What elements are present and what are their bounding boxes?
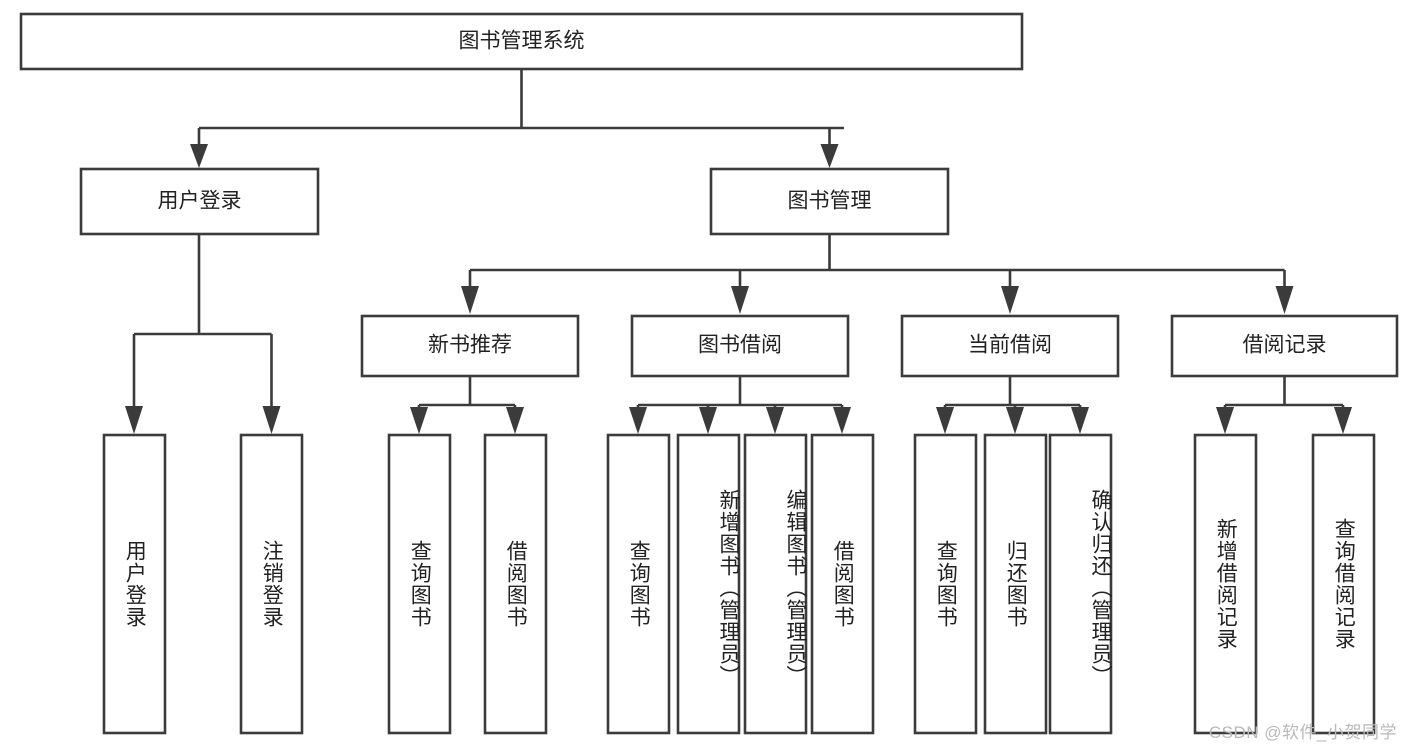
- node-current-borrow-label: 当前借阅: [968, 334, 1052, 357]
- arrow-head-bookborrow-leaf-4: [833, 407, 851, 434]
- arrow-head-book-manage: [820, 144, 839, 168]
- node-book-borrow-label: 图书借阅: [698, 334, 782, 357]
- node-current-borrow[interactable]: [900, 314, 1120, 378]
- node-leaf-query-borrow-record[interactable]: [1311, 433, 1376, 735]
- node-leaf-borrow-book[interactable]: [810, 433, 875, 735]
- node-leaf-add-book-admin[interactable]: [676, 433, 741, 735]
- arrow-head-borrowrecord-leaf-1: [1216, 407, 1234, 434]
- node-leaf-query-book-current[interactable]: [913, 433, 978, 735]
- arrow-head-user-login: [190, 144, 208, 168]
- node-new-book-recommend-label: 新书推荐: [428, 334, 512, 357]
- connector-layer: [125, 69, 1352, 434]
- node-new-book-recommend[interactable]: [360, 314, 580, 378]
- arrow-head-currentborrow-leaf-1: [936, 407, 954, 434]
- arrow-head-currentborrow-leaf-3: [1071, 407, 1089, 434]
- arrow-head-leaf-user-login: [125, 406, 143, 434]
- node-book-manage-label: 图书管理: [788, 190, 872, 213]
- node-leaf-query-book-borrow[interactable]: [606, 433, 671, 735]
- node-leaf-add-borrow-record[interactable]: [1193, 433, 1258, 735]
- arrow-head-borrowrecord-leaf-2: [1334, 407, 1352, 434]
- node-leaf-confirm-return-admin[interactable]: [1048, 433, 1113, 735]
- node-leaf-return-book[interactable]: [983, 433, 1048, 735]
- node-root-system[interactable]: [19, 12, 1024, 71]
- node-leaf-borrow-book-recommend[interactable]: [483, 433, 548, 735]
- node-user-login[interactable]: [79, 167, 320, 236]
- node-borrow-record-label: 借阅记录: [1243, 334, 1327, 357]
- node-root-system-label: 图书管理系统: [459, 30, 585, 53]
- node-leaf-query-book-recommend[interactable]: [387, 433, 452, 735]
- node-book-manage[interactable]: [709, 167, 950, 236]
- node-layer: 图书管理系统 用户登录 图书管理 新书推荐 图书借阅 当前借阅 借阅记录: [19, 12, 1399, 735]
- node-leaf-edit-book-admin[interactable]: [743, 433, 808, 735]
- csdn-watermark: CSDN @软件_小贺同学: [1208, 723, 1397, 742]
- arrow-head-newbook-leaf-1: [410, 407, 428, 434]
- node-leaf-logout[interactable]: [239, 433, 304, 735]
- arrow-head-borrow-record: [1275, 286, 1294, 314]
- arrow-head-book-borrow: [731, 286, 749, 314]
- arrow-head-leaf-logout: [262, 406, 281, 434]
- arrow-head-current-borrow: [1001, 286, 1019, 314]
- node-borrow-record[interactable]: [1170, 314, 1399, 378]
- node-book-borrow[interactable]: [630, 314, 850, 378]
- arrow-head-bookborrow-leaf-1: [629, 407, 647, 434]
- arrow-head-bookborrow-leaf-2: [699, 407, 717, 434]
- arrow-head-currentborrow-leaf-2: [1006, 407, 1024, 434]
- node-user-login-label: 用户登录: [158, 190, 242, 213]
- arrow-head-new-book-recommend: [461, 286, 479, 314]
- arrow-head-bookborrow-leaf-3: [766, 407, 784, 434]
- node-leaf-user-login[interactable]: [102, 433, 167, 735]
- arrow-head-newbook-leaf-2: [506, 407, 524, 434]
